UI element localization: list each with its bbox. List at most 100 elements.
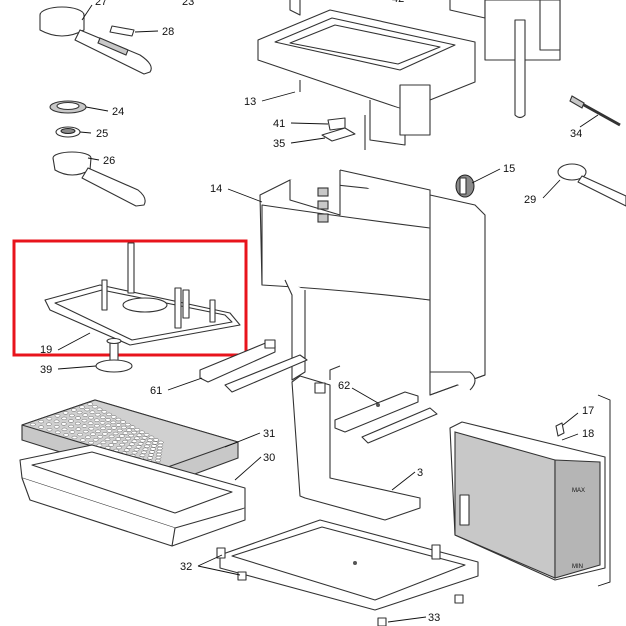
- grid-hole: [75, 421, 81, 426]
- part-62-right-rail: [334, 391, 438, 444]
- part-25-seal-ring: [55, 126, 81, 138]
- grid-hole: [106, 412, 112, 416]
- grid-hole: [38, 425, 45, 429]
- grid-hole: [104, 437, 111, 441]
- callout-15: 15: [503, 163, 515, 175]
- callout-27: 27: [95, 0, 107, 8]
- grid-hole: [68, 424, 74, 429]
- grid-hole: [115, 437, 122, 441]
- grid-hole: [94, 418, 100, 422]
- grid-hole: [81, 419, 88, 423]
- grid-hole: [76, 410, 83, 415]
- grid-hole: [134, 436, 140, 440]
- grid-hole: [88, 427, 95, 431]
- boiler-assembly: [449, 0, 561, 119]
- part-31-drip-grid: [21, 399, 239, 486]
- part-17-valve: [555, 422, 565, 437]
- part-13-top-frame: [257, 0, 476, 150]
- grid-hole: [156, 452, 162, 457]
- grid-hole: [94, 424, 100, 428]
- grid-hole: [149, 450, 155, 454]
- grid-hole: [112, 431, 119, 436]
- callout-13: 13: [244, 96, 256, 108]
- grid-hole: [144, 444, 150, 448]
- grid-hole: [88, 441, 94, 445]
- grid-hole: [90, 432, 96, 436]
- grid-hole: [122, 440, 128, 444]
- grid-hole: [63, 433, 69, 437]
- grid-hole: [87, 421, 94, 425]
- highlight-box: [12, 239, 248, 357]
- part-26-filter-holder: [52, 151, 146, 207]
- grid-hole: [131, 451, 138, 455]
- grid-hole: [97, 435, 103, 439]
- grid-hole: [131, 431, 137, 435]
- grid-hole: [124, 448, 130, 452]
- grid-hole: [119, 443, 125, 447]
- grid-hole: [129, 442, 135, 446]
- part-61-left-rail: [199, 339, 308, 393]
- grid-hole: [145, 441, 152, 445]
- grid-hole: [126, 428, 132, 432]
- grid-hole: [125, 437, 131, 441]
- callout-28: 28: [162, 26, 174, 38]
- callout-26: 26: [103, 155, 115, 167]
- grid-hole: [100, 415, 106, 419]
- grid-hole: [68, 419, 74, 423]
- callout-33: 33: [428, 612, 440, 624]
- grid-hole: [139, 439, 146, 443]
- grid-hole: [38, 420, 44, 424]
- grid-hole: [153, 438, 159, 442]
- grid-hole: [75, 427, 82, 431]
- grid-hole: [105, 418, 111, 422]
- grid-hole: [141, 450, 147, 454]
- callout-25: 25: [96, 128, 108, 140]
- callout-41: 41: [273, 118, 285, 130]
- grid-hole: [121, 425, 127, 430]
- grid-hole: [94, 413, 101, 417]
- grid-hole: [87, 402, 93, 406]
- grid-hole: [85, 435, 91, 439]
- part-30-drip-tray: [19, 444, 246, 547]
- callout-19: 19: [40, 344, 52, 356]
- callout-35: 35: [273, 138, 285, 150]
- grid-hole: [79, 405, 85, 409]
- tank-min-mark: MIN: [572, 564, 583, 570]
- grid-hole: [157, 440, 164, 444]
- grid-hole: [134, 428, 140, 432]
- part-18-water-tank: MAX MIN: [449, 421, 606, 581]
- grid-hole: [142, 447, 149, 451]
- grid-hole: [69, 413, 75, 418]
- grid-hole: [147, 438, 153, 442]
- grid-hole: [108, 434, 115, 438]
- grid-hole: [71, 408, 77, 412]
- grid-hole: [148, 435, 155, 439]
- callout-42: 42: [392, 0, 404, 5]
- grid-hole: [46, 422, 52, 426]
- grid-hole: [53, 419, 60, 423]
- grid-hole: [155, 458, 161, 463]
- part-24-filter-disc: [49, 100, 87, 114]
- grid-hole: [88, 416, 94, 420]
- callout-31: 31: [263, 428, 275, 440]
- grid-hole: [122, 431, 129, 435]
- grid-hole: [116, 446, 122, 450]
- grid-hole: [92, 405, 98, 409]
- grid-hole: [55, 430, 61, 434]
- grid-hole: [143, 433, 150, 437]
- grid-hole: [112, 440, 118, 444]
- grid-hole: [120, 420, 126, 424]
- part-19-drip-support: [44, 242, 241, 346]
- callout-39: 39: [40, 364, 52, 376]
- tank-bracket-line: [597, 394, 611, 587]
- part-35-plate: [321, 127, 356, 142]
- callout-17: 17: [582, 405, 594, 417]
- grid-hole: [92, 438, 99, 442]
- callout-61: 61: [150, 385, 162, 397]
- grid-hole: [156, 449, 163, 454]
- grid-hole: [77, 433, 83, 437]
- grid-hole: [147, 456, 153, 460]
- grid-hole: [54, 414, 61, 418]
